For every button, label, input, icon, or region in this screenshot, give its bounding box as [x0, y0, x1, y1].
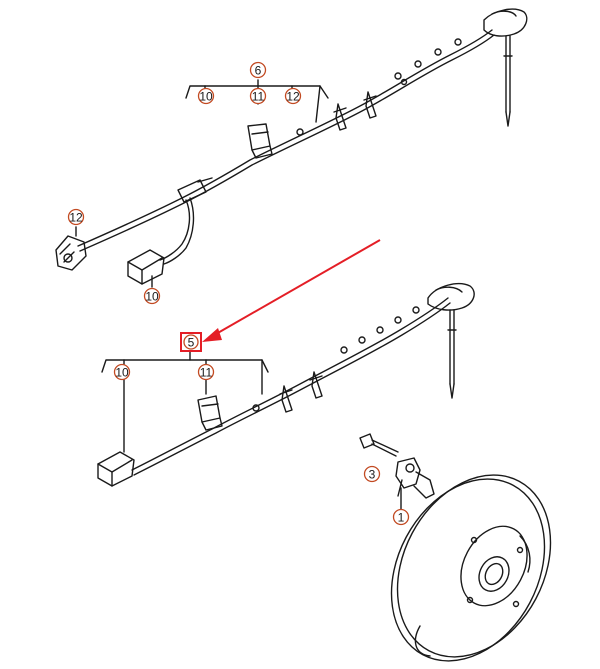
callout-top-right: 12 [284, 87, 302, 105]
callout-bottom-mid: 11 [197, 363, 215, 381]
callout-label: 12 [286, 90, 300, 104]
bottom-group-bracket [101, 351, 269, 453]
callout-label: 11 [252, 90, 265, 104]
speed-sensor [395, 457, 435, 499]
callout-top-left: 10 [197, 87, 215, 105]
callout-label: 1 [398, 511, 405, 525]
callout-label: 10 [199, 90, 213, 104]
callout-label: 5 [188, 336, 195, 350]
top-flat-plug [127, 249, 165, 285]
callout-label: 10 [115, 366, 129, 380]
callout-label: 6 [255, 64, 262, 78]
highlight-arrow [202, 239, 381, 342]
brake-disc [390, 474, 552, 662]
callout-label: 12 [69, 211, 83, 225]
callout-sensor: 1 [392, 508, 410, 526]
callout-label: 3 [369, 468, 376, 482]
callout-bottom-left: 10 [113, 363, 131, 381]
callout-top-connector: 12 [67, 208, 85, 226]
callout-group-6: 6 [249, 61, 267, 79]
callout-label: 11 [200, 366, 213, 380]
sensor-bolt [359, 433, 399, 457]
top-round-connector [55, 235, 87, 271]
callout-label: 10 [145, 290, 159, 304]
callout-bolt: 3 [363, 465, 381, 483]
top-wiring-harness [77, 8, 528, 265]
callout-group-5-highlighted[interactable]: 5 [180, 332, 202, 352]
bottom-wiring-harness [131, 282, 475, 476]
callout-top-mid: 11 [249, 87, 267, 105]
callout-top-plug: 10 [143, 287, 161, 305]
bottom-flat-plug [97, 451, 135, 487]
